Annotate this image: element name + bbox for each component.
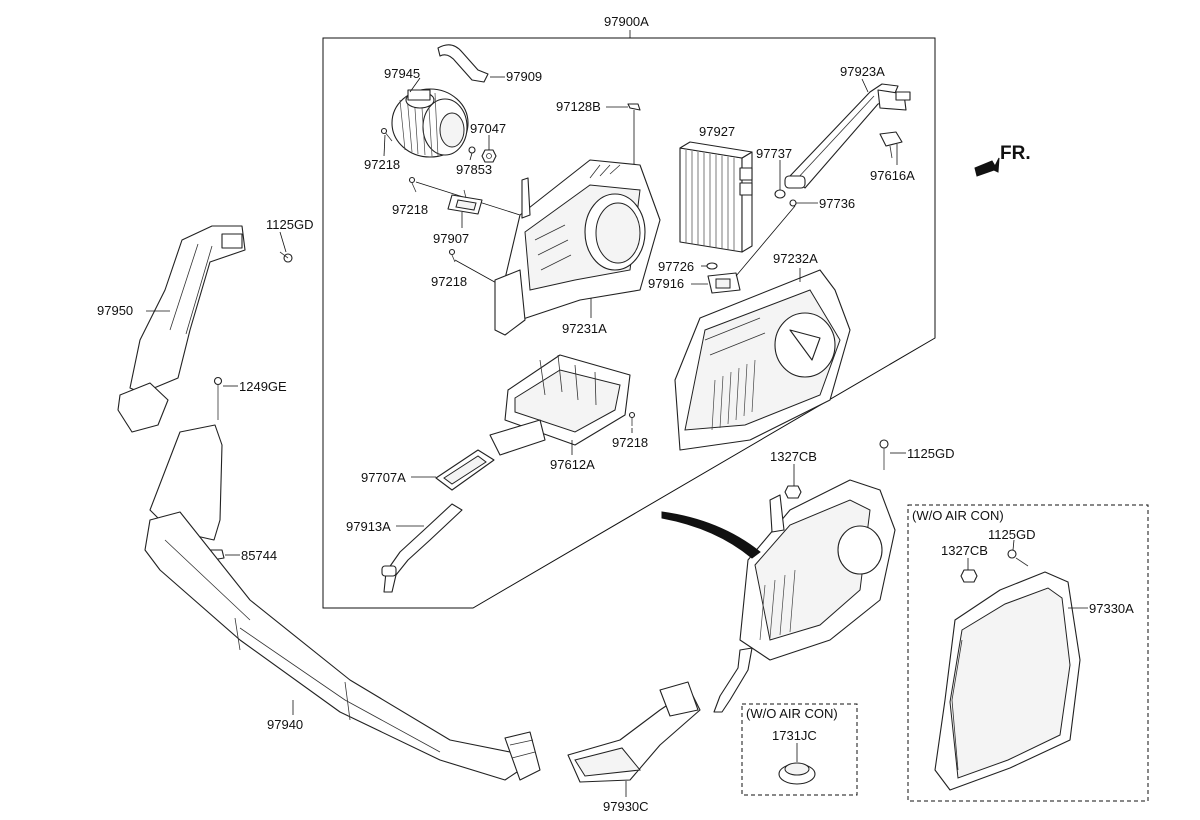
callout-97945: 97945 xyxy=(384,66,420,81)
callout-97047: 97047 xyxy=(470,121,506,136)
callout-97907: 97907 xyxy=(433,231,469,246)
callout-1731JC: 1731JC xyxy=(772,728,817,743)
callout-97726: 97726 xyxy=(658,259,694,274)
callout-97128B: 97128B xyxy=(556,99,601,114)
assembly-pointer-arrow xyxy=(661,511,761,559)
callout-1327CB-a: 1327CB xyxy=(770,449,817,464)
callout-97916: 97916 xyxy=(648,276,684,291)
callout-97330A: 97330A xyxy=(1089,601,1134,616)
front-label: FR. xyxy=(1000,143,1031,164)
evaporator-core-97927 xyxy=(679,141,753,253)
nut-1327CB-right xyxy=(960,569,978,583)
wo-aircon-note-right: (W/O AIR CON) xyxy=(912,508,1004,523)
bolt-1125GD-center xyxy=(879,439,889,470)
callout-97218-b: 97218 xyxy=(392,202,428,217)
pipe-assembly-97923A xyxy=(784,83,911,189)
front-direction-indicator: FR. xyxy=(974,143,1031,177)
callout-97218-c: 97218 xyxy=(431,274,467,289)
callout-97707A: 97707A xyxy=(361,470,406,485)
assembly-frame-97900A xyxy=(322,37,936,609)
oring-97726 xyxy=(706,262,718,270)
duct-97930C xyxy=(567,681,701,783)
blower-housing-97231A xyxy=(494,159,661,336)
bolt-1125GD-left xyxy=(279,251,293,263)
callout-1327CB-b: 1327CB xyxy=(941,543,988,558)
callout-97930C: 97930C xyxy=(603,799,649,814)
resistor-97907 xyxy=(447,189,483,215)
assembled-hvac-unit xyxy=(713,479,896,713)
callout-97612A: 97612A xyxy=(550,457,595,472)
callout-1249GE: 1249GE xyxy=(239,379,287,394)
drain-hose-97913A xyxy=(383,503,463,593)
callout-97616A: 97616A xyxy=(870,168,915,183)
front-arrow-icon xyxy=(974,157,1000,177)
hose-97909 xyxy=(437,44,489,83)
callout-1125GD-b: 1125GD xyxy=(907,446,954,461)
washer-97853 xyxy=(468,146,476,154)
callout-97218-a: 97218 xyxy=(364,157,400,172)
callout-97853: 97853 xyxy=(456,162,492,177)
duct-97950 xyxy=(117,225,246,433)
callout-85744: 85744 xyxy=(241,548,277,563)
bracket-97616A xyxy=(879,131,903,159)
callout-97218-d: 97218 xyxy=(612,435,648,450)
callout-97900A: 97900A xyxy=(604,14,649,29)
callout-1125GD-a: 1125GD xyxy=(266,217,313,232)
case-assembly-97232A xyxy=(674,269,851,451)
callout-97940: 97940 xyxy=(267,717,303,732)
wo-aircon-box-right xyxy=(907,504,1149,802)
callout-97923A: 97923A xyxy=(840,64,885,79)
nut-97047 xyxy=(481,149,497,163)
callout-97232A: 97232A xyxy=(773,251,818,266)
callout-97950: 97950 xyxy=(97,303,133,318)
wo-aircon-box-bottom xyxy=(741,703,858,796)
expansion-valve-97916 xyxy=(707,272,741,294)
plug-1731JC xyxy=(778,762,816,785)
floor-duct-97940 xyxy=(144,424,541,781)
lower-case-97612A xyxy=(489,354,631,456)
screw-97218-d xyxy=(628,411,636,426)
callout-97913A: 97913A xyxy=(346,519,391,534)
callout-97737: 97737 xyxy=(756,146,792,161)
seal-97737 xyxy=(774,189,786,199)
cover-97330A xyxy=(934,571,1081,791)
screw-97218-a xyxy=(380,127,393,142)
screw-97218-c xyxy=(448,248,456,263)
nut-1327CB-center xyxy=(784,485,802,499)
duct-97707A xyxy=(435,449,495,491)
callout-97909: 97909 xyxy=(506,69,542,84)
seal-97736 xyxy=(789,199,797,207)
screw-97218-b xyxy=(408,176,417,193)
callout-97231A: 97231A xyxy=(562,321,607,336)
blower-motor-part xyxy=(391,88,469,158)
callout-97927: 97927 xyxy=(699,124,735,139)
callout-97736: 97736 xyxy=(819,196,855,211)
callout-1125GD-c: 1125GD xyxy=(988,527,1035,542)
clip-97128B xyxy=(627,103,641,111)
bolt-1125GD-right xyxy=(1007,549,1029,567)
bolt-1249GE xyxy=(213,376,223,420)
wo-aircon-note-bottom: (W/O AIR CON) xyxy=(746,706,838,721)
